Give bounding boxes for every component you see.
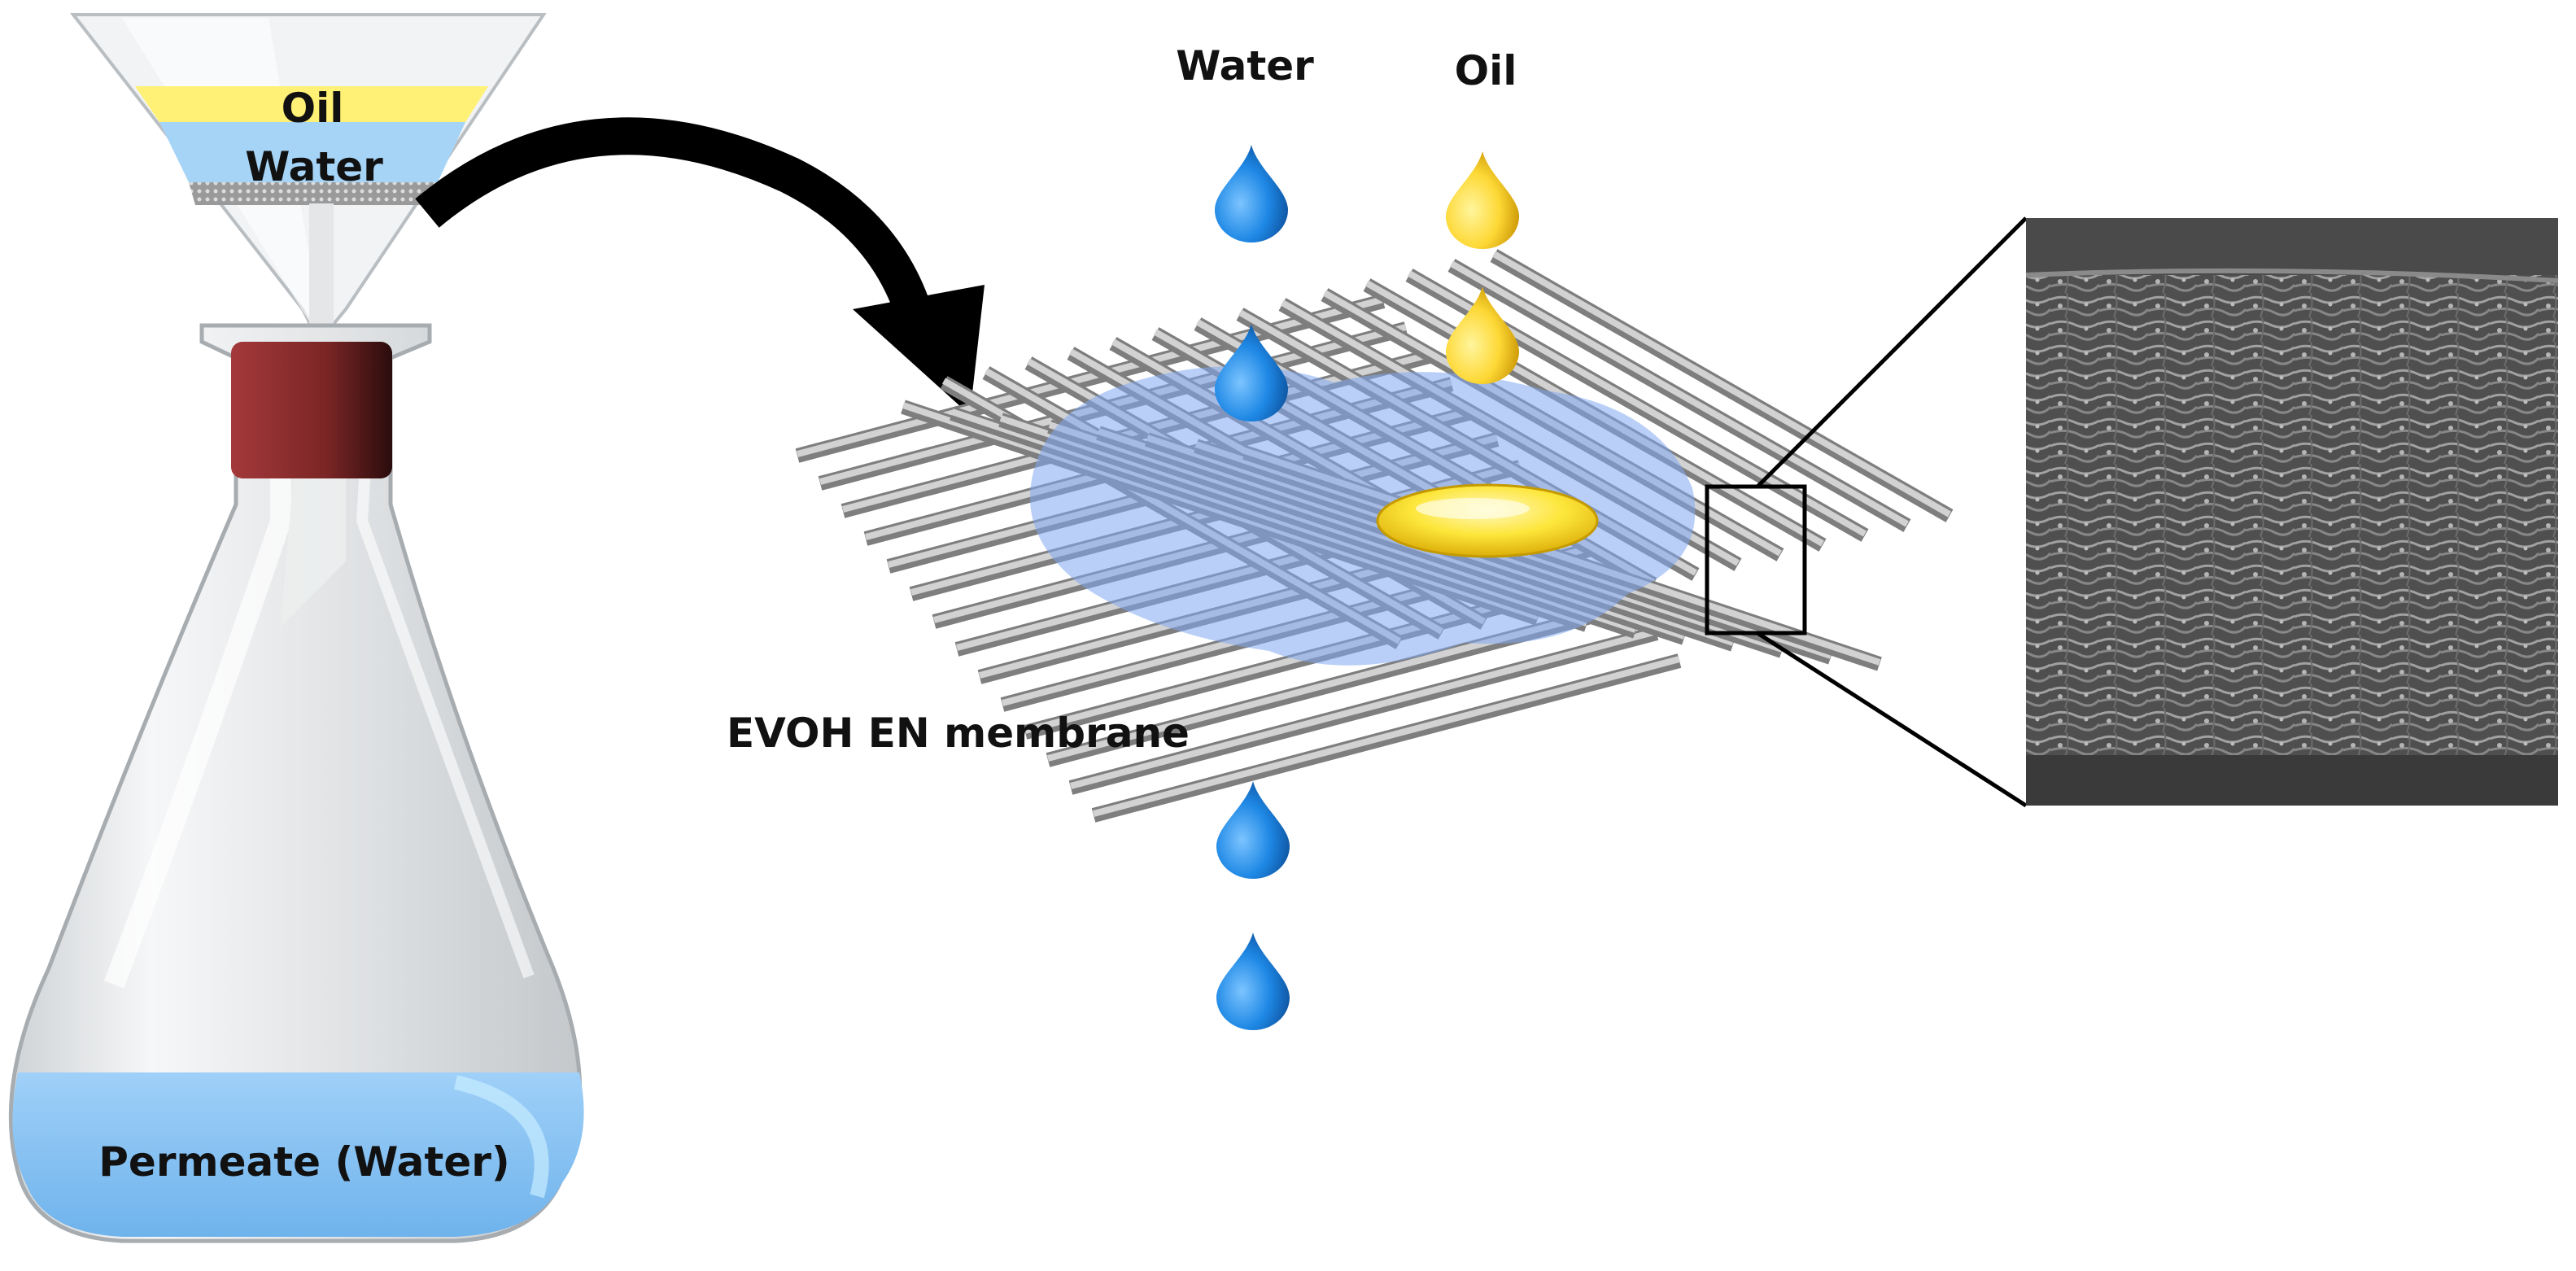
membrane-water-film — [1030, 366, 1696, 666]
filtration-flask: Oil Water Permeate (Water) — [8, 13, 584, 1243]
water-drop-icon — [1215, 145, 1288, 242]
sem-cross-section-image — [2025, 218, 2559, 806]
funnel-filter-membrane — [189, 182, 438, 205]
mesh-wire-highlight — [1492, 251, 1951, 518]
water-drop-icon — [1216, 933, 1290, 1030]
funnel-water-layer — [159, 122, 465, 182]
filter-funnel — [69, 13, 547, 345]
curved-arrow-icon — [415, 117, 985, 415]
top-oil-label: Oil — [1455, 47, 1517, 94]
funnel-water-label: Water — [245, 143, 383, 190]
zoom-region-box — [1705, 484, 1807, 636]
funnel-oil-layer — [135, 86, 488, 122]
mesh-wire-highlight — [796, 296, 1385, 457]
flask-body — [8, 323, 583, 1243]
top-water-label: Water — [1176, 42, 1314, 90]
mesh-wire-highlight — [1069, 628, 1658, 789]
mesh-wire-highlight — [1450, 260, 1909, 527]
permeate-liquid — [12, 1072, 584, 1237]
water-drop-icon — [1216, 781, 1290, 879]
oil-blob-on-membrane — [1376, 483, 1599, 558]
oil-drop-icon — [1446, 151, 1519, 249]
membrane-label: EVOH EN membrane — [727, 710, 1190, 757]
permeate-label: Permeate (Water) — [98, 1138, 509, 1186]
funnel-oil-label: Oil — [282, 85, 344, 132]
mesh-wire-highlight — [1092, 656, 1681, 817]
rubber-stopper — [231, 342, 392, 478]
